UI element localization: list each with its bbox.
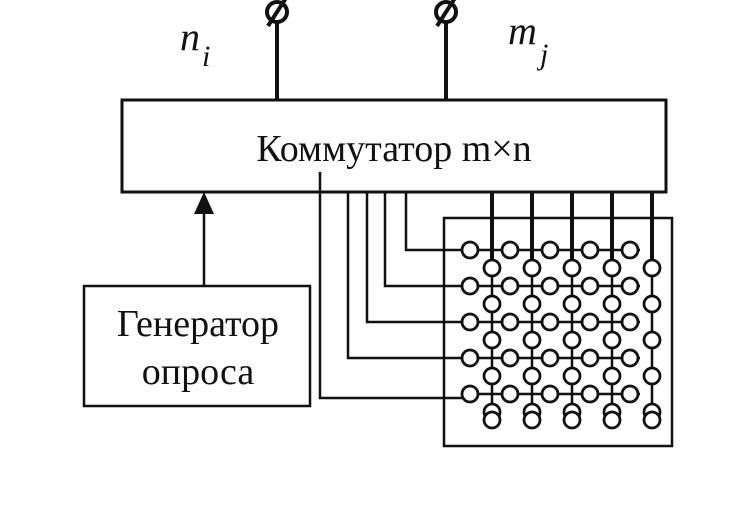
matrix-column-node: [522, 330, 542, 350]
matrix-column-node: [642, 330, 662, 350]
matrix-row-node: [460, 276, 480, 296]
matrix-nodes: [460, 240, 662, 430]
matrix-row-node: [500, 276, 520, 296]
matrix-row-node: [620, 276, 640, 296]
matrix-row-node: [500, 240, 520, 260]
matrix-column-end-node: [562, 410, 582, 430]
matrix-column-node: [642, 366, 662, 386]
matrix-column-node: [602, 294, 622, 314]
matrix-row-node: [620, 240, 640, 260]
matrix-row-node: [580, 384, 600, 404]
matrix-row-node: [540, 348, 560, 368]
matrix-frame: [442, 216, 674, 448]
matrix-row-node: [580, 240, 600, 260]
matrix-column-node: [602, 366, 622, 386]
matrix-row-node: [580, 276, 600, 296]
input-sub-j: j: [536, 38, 548, 71]
matrix-column-node: [482, 330, 502, 350]
matrix-column-node: [602, 258, 622, 278]
switch-box: [120, 98, 668, 194]
matrix-column-node: [562, 366, 582, 386]
matrix-row-node: [580, 348, 600, 368]
switch-box-label: Коммутатор m×n: [256, 128, 531, 170]
matrix-column-node: [642, 294, 662, 314]
matrix-row-node: [500, 348, 520, 368]
matrix-row-node: [580, 312, 600, 332]
matrix-column-node: [522, 366, 542, 386]
matrix-column-node: [482, 294, 502, 314]
generator-arrow: [194, 192, 214, 286]
matrix-row-node: [540, 240, 560, 260]
matrix-row-node: [540, 276, 560, 296]
matrix-column-node: [602, 330, 622, 350]
matrix-column-end-node: [642, 410, 662, 430]
matrix-column-node: [482, 366, 502, 386]
matrix-row-node: [620, 384, 640, 404]
matrix-row-node: [460, 348, 480, 368]
matrix-row-node: [500, 312, 520, 332]
matrix-row-node: [460, 384, 480, 404]
matrix-row-node: [460, 240, 480, 260]
matrix-column-node: [522, 258, 542, 278]
input-sub-i: i: [202, 40, 210, 73]
generator-box: [82, 284, 312, 408]
matrix-column-node: [642, 258, 662, 278]
matrix-column-node: [482, 258, 502, 278]
matrix-column-node: [562, 294, 582, 314]
matrix-column-node: [522, 294, 542, 314]
row-wires: [318, 172, 470, 400]
terminal-left: [265, 0, 289, 100]
matrix-row-node: [540, 384, 560, 404]
matrix-column-end-node: [602, 410, 622, 430]
matrix-column-end-node: [482, 410, 502, 430]
terminal-right: [434, 0, 458, 100]
input-label-n: n: [180, 14, 200, 59]
matrix-row-node: [620, 312, 640, 332]
matrix-row-node: [540, 312, 560, 332]
matrix-row-node: [620, 348, 640, 368]
generator-label-line2: опроса: [142, 351, 255, 393]
matrix-column-node: [562, 258, 582, 278]
matrix-row-node: [500, 384, 520, 404]
input-label-m: m: [508, 8, 537, 53]
generator-label-line1: Генератор: [117, 303, 279, 345]
matrix-row-node: [460, 312, 480, 332]
matrix-column-node: [562, 330, 582, 350]
matrix-column-end-node: [522, 410, 542, 430]
